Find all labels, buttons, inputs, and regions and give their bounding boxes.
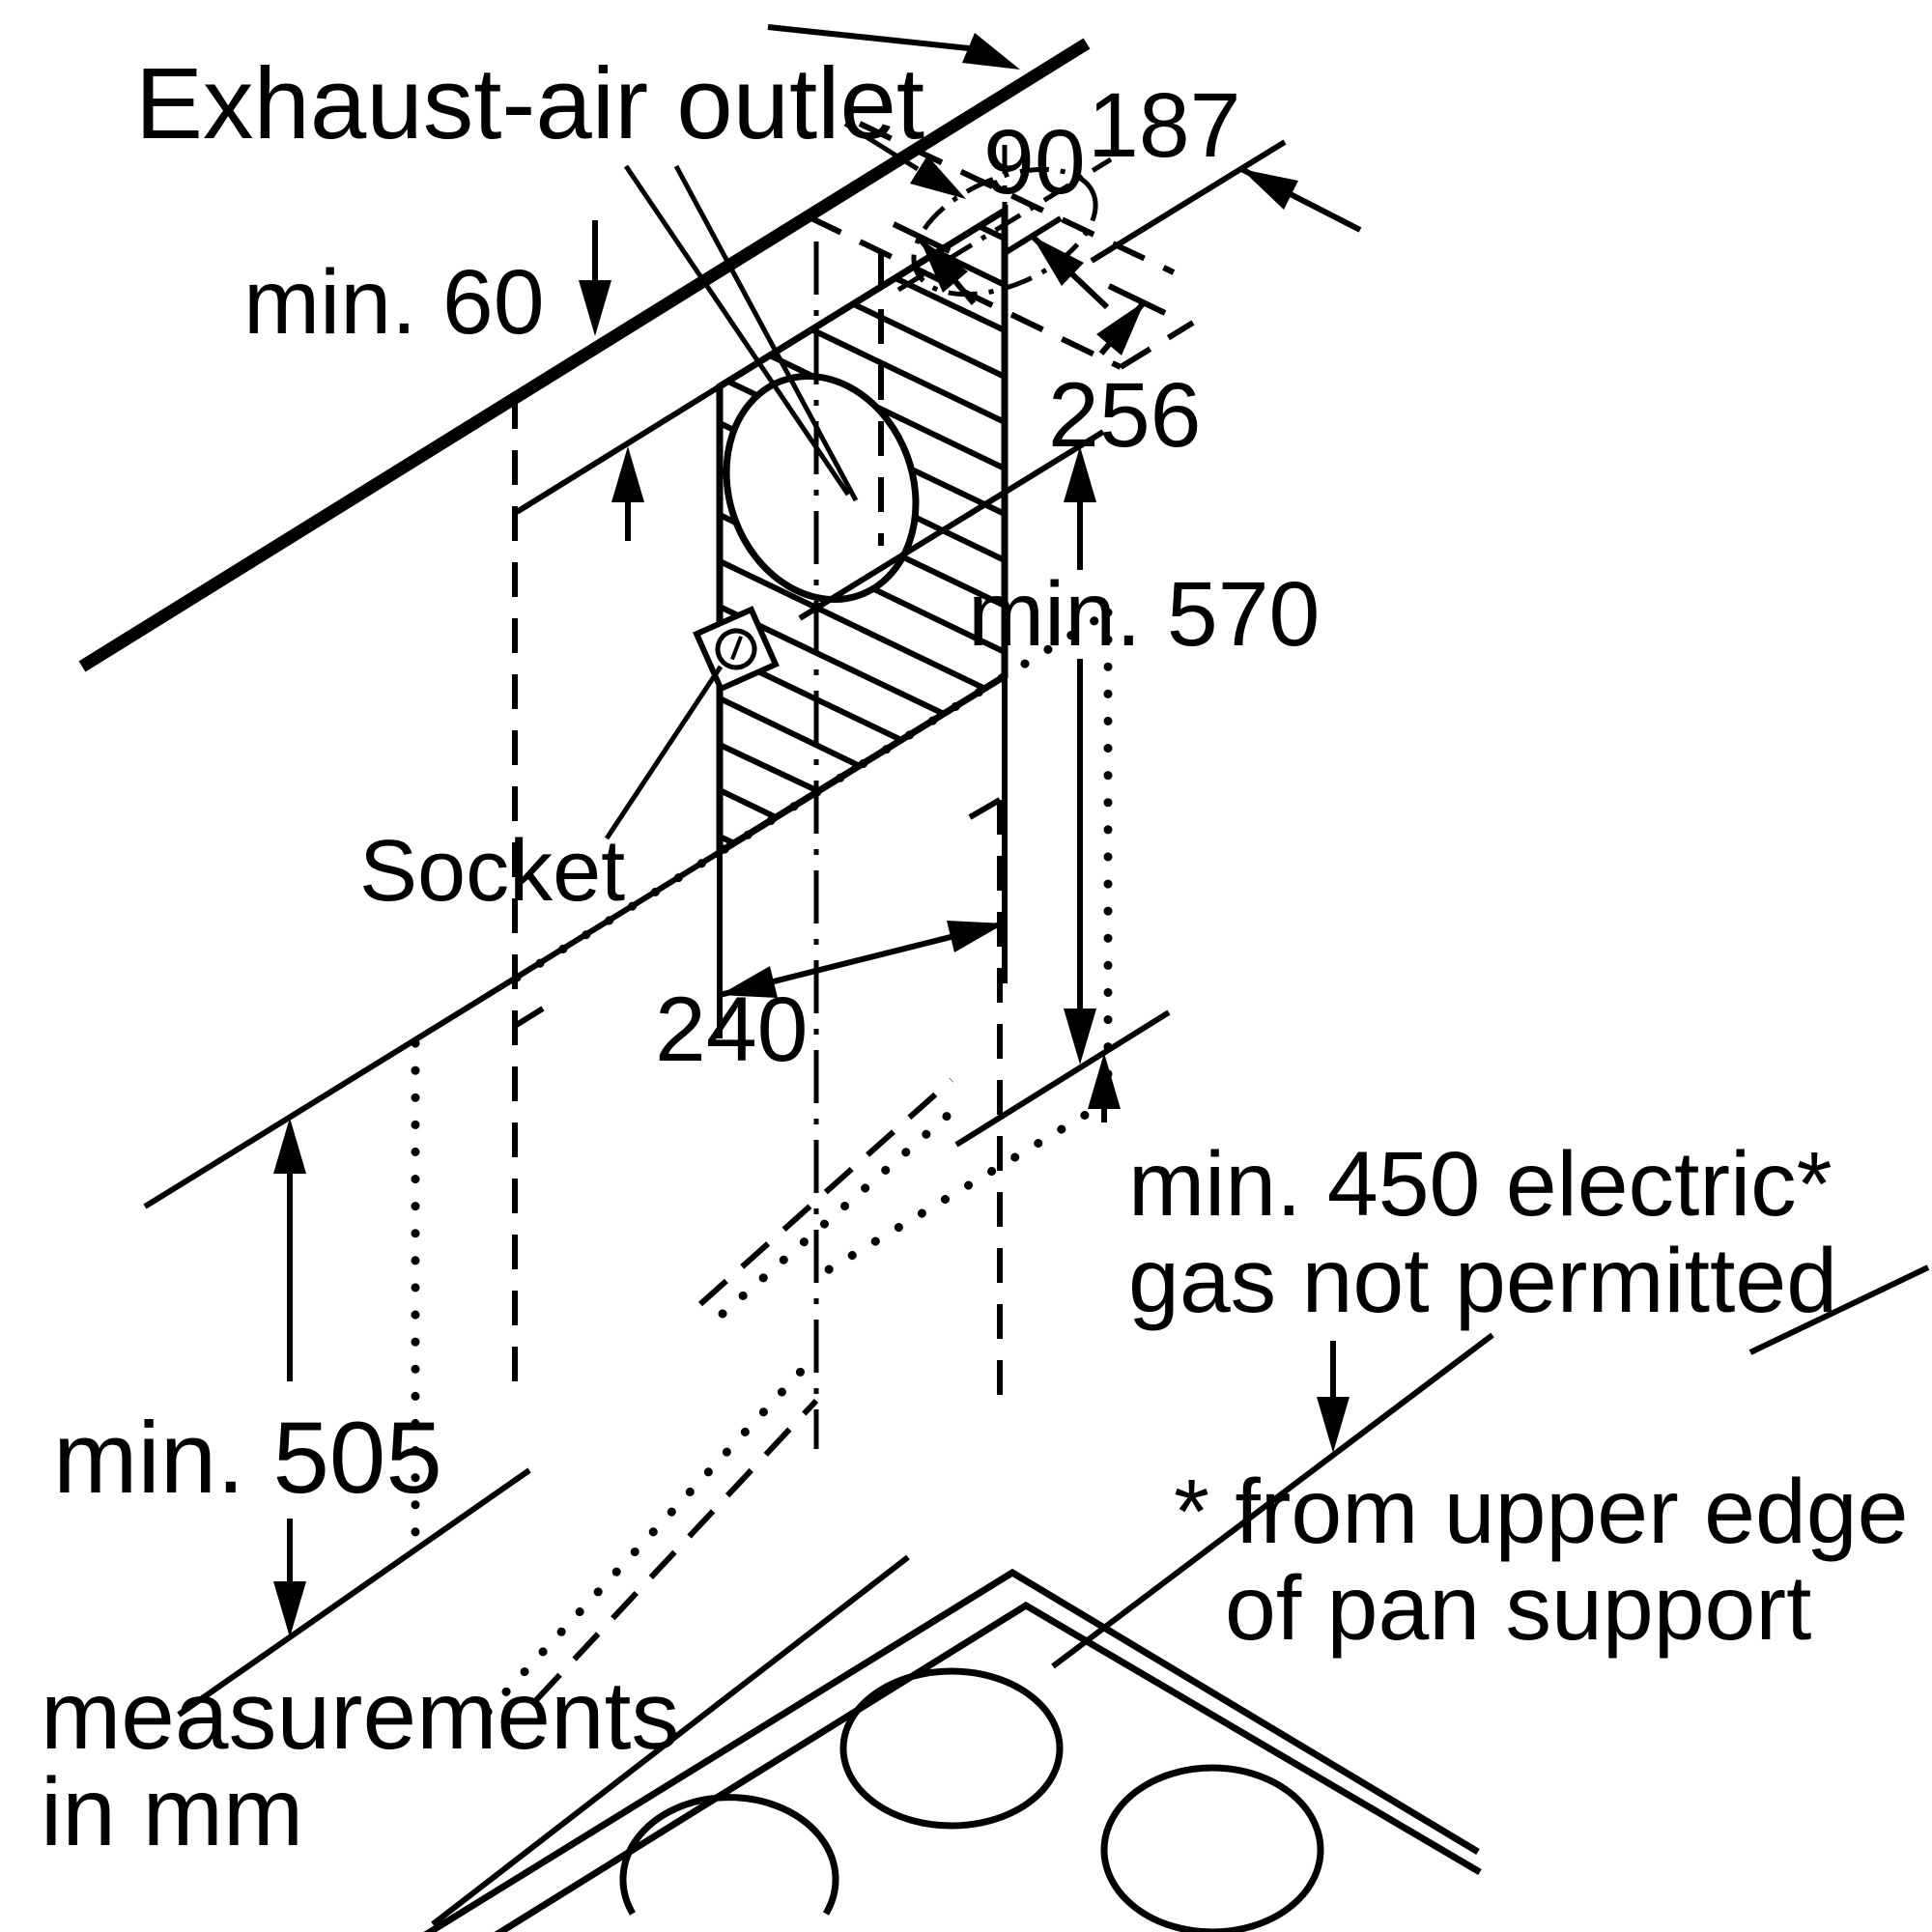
dim-min450: [1101, 1109, 1336, 1397]
arrow-min450-up: [1088, 1053, 1121, 1109]
arrow-min570-up: [1064, 446, 1096, 502]
dim-90-label: 90: [983, 111, 1086, 213]
measurements-note-line1: measurements: [41, 1662, 679, 1770]
hood-hidden-dashed-edges: [533, 1077, 953, 1703]
dim-240-label: 240: [655, 979, 809, 1081]
dim-187-label: 187: [1088, 74, 1241, 177]
dim-256-label: 256: [1048, 364, 1202, 467]
exhaust-outlet-label: Exhaust-air outlet: [135, 47, 924, 160]
dim-min60-label: min. 60: [243, 251, 545, 354]
measurements-note-line2: in mm: [41, 1758, 303, 1866]
hood-hidden-dotted-edges: [411, 608, 1113, 1717]
footnote-line1: * from upper edge: [1174, 1461, 1908, 1563]
dim-min60: [592, 220, 631, 541]
arrow-240-right: [947, 921, 1005, 952]
burner-1: [839, 1667, 1064, 1830]
reference-lines: [143, 384, 1930, 1927]
arrow-90: [1032, 236, 1084, 286]
arrow-187-ext: [1241, 169, 1298, 210]
chimney-dashed-edges: [512, 394, 1003, 1399]
arrow-187-wall: [962, 33, 1020, 70]
footnote-line2: of pan support: [1225, 1557, 1811, 1660]
dim-min570-label: min. 570: [968, 563, 1320, 666]
clearance-gas-label: gas not permitted: [1128, 1230, 1837, 1332]
arrow-256-right: [1096, 301, 1145, 355]
arrow-min60-down: [579, 280, 611, 336]
arrow-256-left: [920, 239, 968, 293]
arrow-leader-ceiling-outlet: [910, 156, 966, 199]
arrow-min450-down: [1317, 1397, 1350, 1453]
socket-leader: [604, 665, 724, 840]
ceiling-line: [78, 38, 1091, 672]
hob-outer-edge: [423, 1568, 1480, 1932]
exhaust-outlet-hole: [723, 372, 920, 604]
arrow-min60-up: [611, 446, 644, 502]
arrow-min505-down: [273, 1581, 306, 1637]
burner-2: [1100, 1764, 1324, 1932]
arrow-240-left: [720, 966, 778, 998]
socket-label: Socket: [359, 823, 625, 920]
hob: [423, 1568, 1482, 1932]
arrow-min570-down: [1064, 1009, 1096, 1065]
dim-min505-label: min. 505: [53, 1402, 442, 1515]
clearance-min450-label: min. 450 electric*: [1128, 1133, 1833, 1236]
arrow-min505-up: [273, 1118, 306, 1174]
burner-3: [619, 1794, 839, 1916]
hob-inner-edge: [494, 1601, 1482, 1932]
exhaust-outlet-leaders: [623, 121, 920, 502]
